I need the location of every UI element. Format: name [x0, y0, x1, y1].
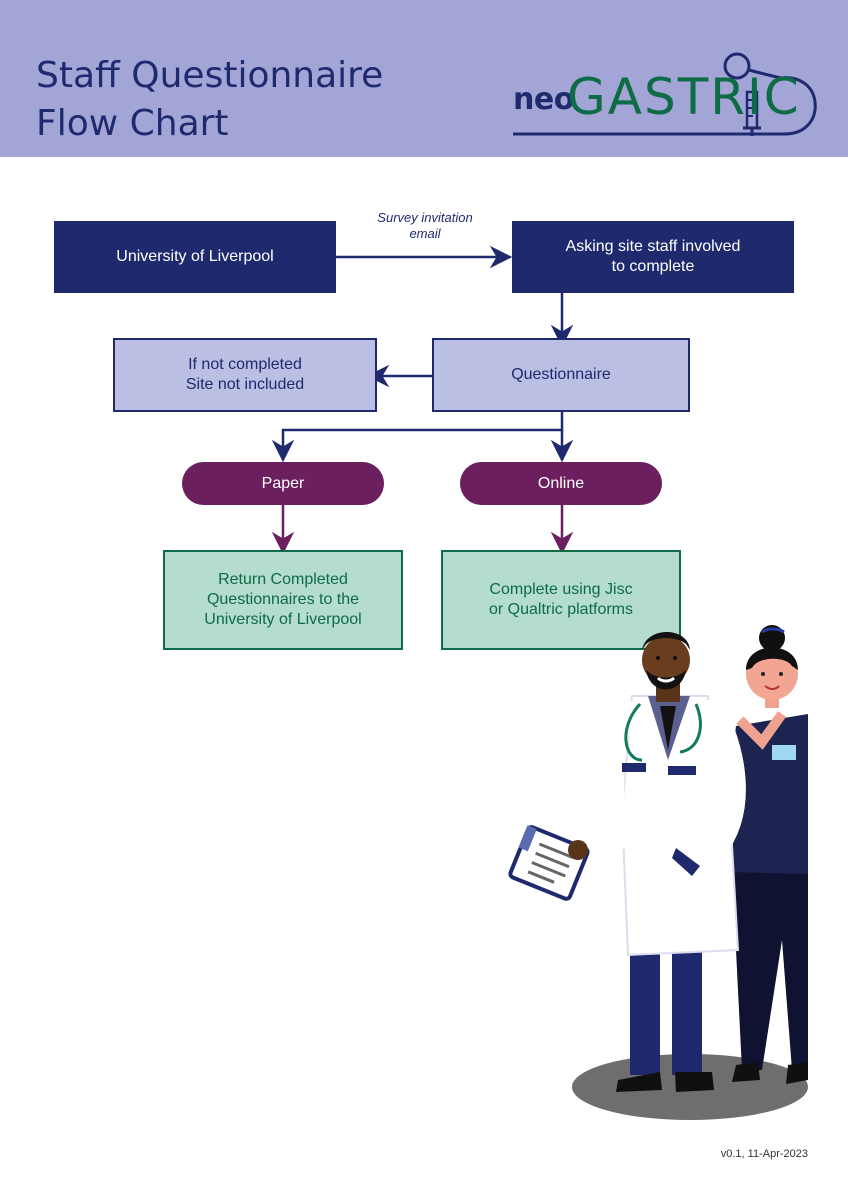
- node-university-of-liverpool: University of Liverpool: [54, 221, 336, 293]
- node-questionnaire-label: Questionnaire: [511, 366, 611, 383]
- title-line-1: Staff Questionnaire: [36, 55, 384, 96]
- node-complete-line-1: Complete using Jisc: [489, 581, 633, 598]
- logo-prefix: neo: [513, 82, 574, 117]
- node-complete-online: Complete using Jisc or Qualtric platform…: [441, 550, 681, 650]
- title-line-2: Flow Chart: [36, 103, 229, 144]
- node-paper: Paper: [182, 462, 384, 505]
- node-not-completed: If not completed Site not included: [113, 338, 377, 412]
- logo-syringe-icon: [513, 52, 817, 136]
- node-return-line-2: Questionnaires to the: [206, 591, 360, 608]
- node-online-label: Online: [537, 474, 585, 492]
- node-online: Online: [460, 462, 662, 505]
- node-return-completed: Return Completed Questionnaires to the U…: [163, 550, 403, 650]
- flow-connectors: [271, 245, 574, 555]
- staff-illustration: [508, 625, 808, 1120]
- node-complete-line-2: or Qualtric platforms: [488, 601, 634, 618]
- header-banner: Staff Questionnaire Flow Chart neo GASTR…: [0, 0, 848, 157]
- node-uol-label: University of Liverpool: [116, 248, 274, 265]
- node-paper-label: Paper: [261, 474, 305, 492]
- node-questionnaire: Questionnaire: [432, 338, 690, 412]
- node-asking-line-2: to complete: [611, 258, 695, 275]
- version-label: v0.1, 11-Apr-2023: [720, 1148, 808, 1160]
- node-return-line-1: Return Completed: [218, 571, 348, 588]
- clipboard-icon: [508, 825, 590, 901]
- edge-label-invitation: Survey invitation email: [377, 210, 473, 241]
- doctor-figure: [508, 632, 746, 1092]
- neogastric-logo: neo GASTRIC: [505, 40, 825, 145]
- logo-main-text: GASTRIC: [567, 68, 801, 126]
- nurse-figure: [726, 625, 808, 1084]
- node-asking-site-staff: Asking site staff involved to complete: [512, 221, 794, 293]
- page-title: Staff Questionnaire Flow Chart: [36, 52, 383, 148]
- node-asking-line-1: Asking site staff involved: [565, 238, 741, 255]
- node-not-completed-line-1: If not completed: [188, 356, 302, 373]
- arrow-questionnaire-to-paper: [271, 412, 564, 463]
- node-return-line-3: University of Liverpool: [204, 611, 362, 628]
- node-not-completed-line-2: Site not included: [185, 376, 305, 393]
